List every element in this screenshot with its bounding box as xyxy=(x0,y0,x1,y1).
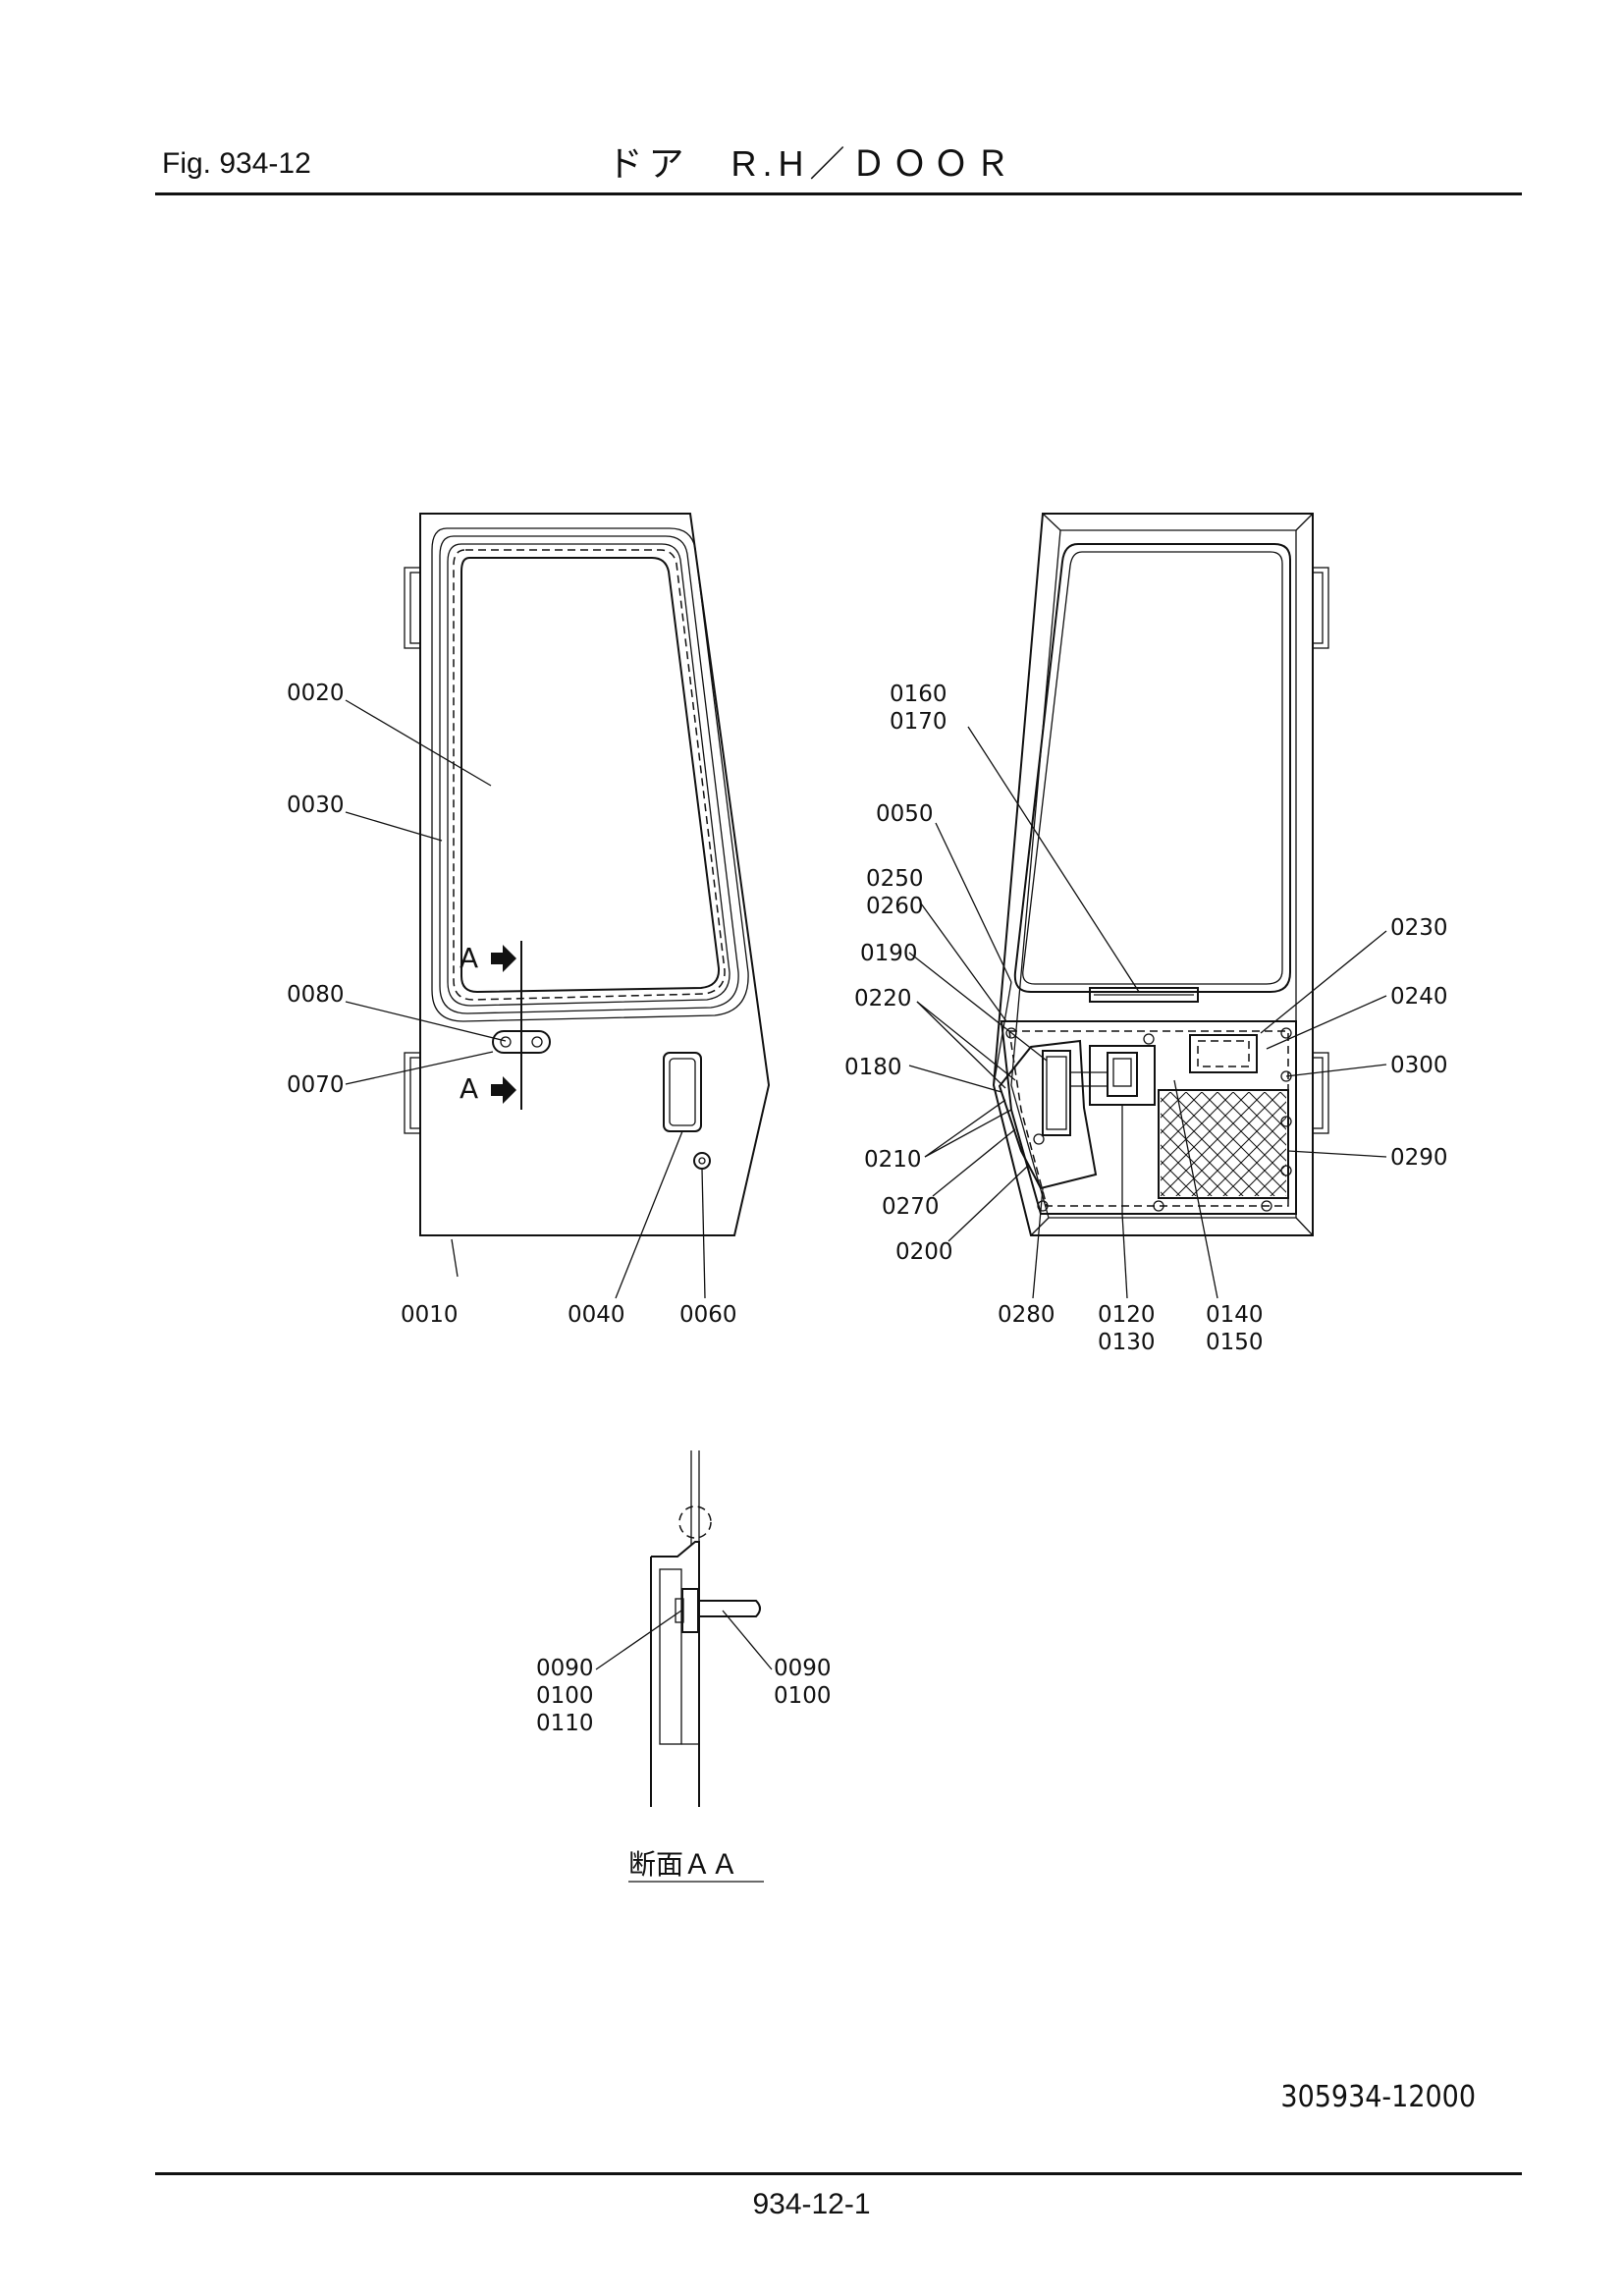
callout-0210: 0210 xyxy=(864,1147,922,1173)
callout-0030: 0030 xyxy=(287,793,345,818)
callout-0060: 0060 xyxy=(679,1302,737,1328)
callout-0100-left: 0100 xyxy=(536,1683,594,1709)
callout-0260: 0260 xyxy=(866,894,924,919)
callout-0290: 0290 xyxy=(1390,1145,1448,1171)
callout-0280: 0280 xyxy=(998,1302,1055,1328)
callout-0180: 0180 xyxy=(844,1055,902,1080)
callout-0150: 0150 xyxy=(1206,1330,1264,1355)
figure-number: Fig. 934-12 xyxy=(162,147,311,180)
callout-0200: 0200 xyxy=(895,1239,953,1265)
callout-0190: 0190 xyxy=(860,941,918,966)
callout-0300: 0300 xyxy=(1390,1053,1448,1078)
callout-0170: 0170 xyxy=(890,709,947,735)
callout-0040: 0040 xyxy=(568,1302,625,1328)
callout-0230: 0230 xyxy=(1390,915,1448,941)
callout-0100-right: 0100 xyxy=(774,1683,832,1709)
callout-labels: 0020 0030 0080 0070 A A 0010 0040 0060 0… xyxy=(287,681,1448,1883)
page-number: 934-12-1 xyxy=(752,2188,871,2220)
door-outside-view xyxy=(404,513,771,1236)
callout-0110: 0110 xyxy=(536,1711,594,1736)
callout-0160: 0160 xyxy=(890,682,947,707)
callout-0090-left: 0090 xyxy=(536,1656,594,1681)
callout-0130: 0130 xyxy=(1098,1330,1156,1355)
callout-0220: 0220 xyxy=(854,986,912,1011)
callout-0010: 0010 xyxy=(401,1302,459,1328)
door-inside-view xyxy=(992,513,1329,1236)
header-rule xyxy=(155,192,1522,195)
callout-0050: 0050 xyxy=(876,801,934,827)
callout-0090-right: 0090 xyxy=(774,1656,832,1681)
callout-0250: 0250 xyxy=(866,866,924,892)
callout-0270: 0270 xyxy=(882,1194,940,1220)
callout-0240: 0240 xyxy=(1390,984,1448,1010)
callout-0080: 0080 xyxy=(287,982,345,1008)
section-aa-view xyxy=(650,1450,761,1807)
section-arrow-label-bottom: A xyxy=(460,1072,478,1105)
callout-0070: 0070 xyxy=(287,1072,345,1098)
callout-0120: 0120 xyxy=(1098,1302,1156,1328)
drawing-number: 305934-12000 xyxy=(1280,2080,1476,2114)
section-aa-label: 断面ＡＡ xyxy=(628,1848,738,1881)
callout-0020: 0020 xyxy=(287,681,345,706)
page-title: ドア R.H／ＤＯＯＲ xyxy=(607,143,1016,184)
section-arrow-label-top: A xyxy=(460,942,478,974)
callout-0140: 0140 xyxy=(1206,1302,1264,1328)
footer-rule xyxy=(155,2172,1522,2175)
leader-lines xyxy=(345,699,1387,1670)
